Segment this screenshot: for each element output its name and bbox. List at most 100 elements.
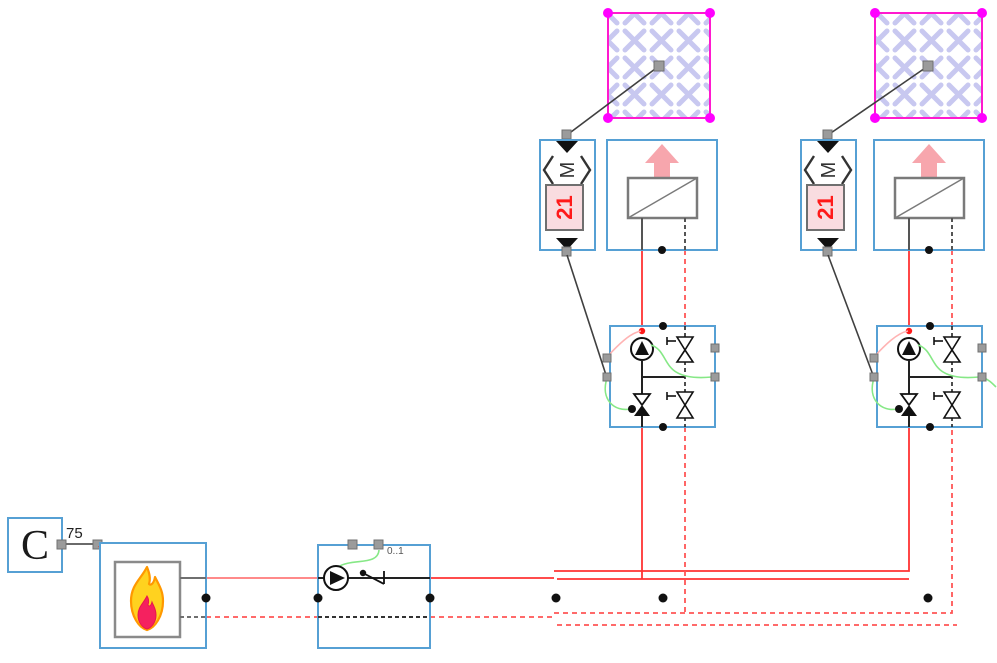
control-signal-line[interactable] [917, 344, 980, 379]
junction-dot [201, 593, 211, 603]
pump-control-port-1[interactable] [347, 539, 358, 550]
pipe-node-dots [201, 246, 933, 603]
supply-header-circuit2[interactable] [554, 427, 910, 572]
junction-dot [895, 405, 903, 413]
junction-dot [628, 405, 636, 413]
triangle-down-icon [556, 238, 578, 250]
junction-dot [926, 423, 934, 431]
zone-corner-dot [705, 113, 715, 123]
zone-corner-dot [705, 8, 715, 18]
control-valve-icon [632, 393, 652, 407]
junction-dot [551, 593, 561, 603]
pump-control-signal-line[interactable] [337, 549, 380, 568]
heating-circuit-1: M 21 [539, 8, 720, 431]
thermostat-block-2[interactable]: M 21 [800, 129, 857, 257]
bracket-right-icon [840, 155, 853, 185]
balancing-valve-icon [933, 391, 962, 419]
radiator-block-2[interactable] [873, 139, 985, 251]
boiler-block[interactable] [99, 542, 207, 649]
pump-range-label: 0..1 [387, 546, 404, 557]
heat-arrow-icon [645, 144, 679, 188]
thermostat-valve-line-2[interactable] [827, 254, 874, 376]
pump-control-port-2[interactable] [373, 539, 384, 550]
pump-icon [323, 565, 349, 591]
check-valve-icon [359, 569, 385, 585]
junction-dot [659, 423, 667, 431]
thermostat-symbol-2: M [818, 162, 840, 179]
junction-dot [425, 593, 435, 603]
bracket-left-icon [542, 155, 555, 185]
pipe-node-dot [905, 327, 913, 335]
bracket-right-icon [579, 155, 592, 185]
setpoint-box-1 [545, 184, 584, 231]
const-temperature-block[interactable]: C [7, 517, 63, 573]
radiator-diagonal [894, 177, 965, 219]
thermostat-bottom-port-2[interactable] [822, 246, 833, 257]
thermostat-valve-line-1[interactable] [566, 254, 607, 376]
bracket-left-icon [803, 155, 816, 185]
circuit-pump-icon [897, 337, 921, 361]
pump-block-frame[interactable] [317, 544, 431, 649]
junction-dot [659, 322, 667, 330]
const-block-frame[interactable] [7, 517, 63, 573]
triangle-down-icon [556, 141, 578, 153]
valve-output-port[interactable] [710, 343, 720, 353]
zone-corner-dot [603, 8, 613, 18]
valve-output-port[interactable] [710, 372, 720, 382]
junction-dot [658, 593, 668, 603]
valve-group-block-1[interactable] [602, 322, 720, 431]
valve-input-port[interactable] [602, 353, 612, 363]
pipe-network[interactable] [206, 250, 957, 626]
control-valve-icon [899, 393, 919, 407]
thermostat-symbol-1: M [557, 162, 579, 179]
triangle-down-icon [817, 141, 839, 153]
thermostat-top-port-1[interactable] [561, 129, 572, 140]
thermostat-top-port-2[interactable] [822, 129, 833, 140]
valve-output-port[interactable] [977, 372, 987, 382]
control-signal-line[interactable] [871, 377, 898, 411]
setpoint-value-2: 21 [813, 195, 838, 219]
pump-check-valve-block[interactable]: 0..1 [317, 539, 431, 649]
valve-input-port[interactable] [602, 372, 612, 382]
thermostat-block-1[interactable]: M 21 [539, 129, 596, 257]
zone-corner-dot [603, 113, 613, 123]
zone-heat-port-1[interactable] [653, 60, 665, 72]
zone-corner-dot [870, 113, 880, 123]
junction-dot [925, 246, 933, 254]
junction-dot [926, 322, 934, 330]
balancing-valve-icon [666, 336, 695, 363]
junction-dot [658, 246, 666, 254]
control-valve-icon [634, 405, 650, 416]
const-output-value-label: 75 [66, 525, 83, 542]
triangle-down-icon [817, 238, 839, 250]
return-header-circuit2[interactable] [554, 427, 953, 614]
pipe-node-dot [638, 327, 646, 335]
thermostat-bottom-port-1[interactable] [561, 246, 572, 257]
heating-circuit-2: M 21 [800, 8, 997, 431]
zone-corner-dot [870, 8, 880, 18]
junction-dot [313, 593, 323, 603]
valve-input-port[interactable] [869, 353, 879, 363]
control-signal-line[interactable] [604, 377, 631, 411]
setpoint-box-2 [806, 184, 845, 231]
valve-output-port[interactable] [977, 343, 987, 353]
radiator-block-1[interactable] [606, 139, 718, 251]
valve-group-block-2[interactable] [869, 322, 997, 431]
const-output-port[interactable] [56, 539, 67, 550]
circuit-pump-icon [630, 337, 654, 361]
balancing-valve-icon [666, 391, 695, 419]
zone-sensor-line-1[interactable] [566, 65, 660, 136]
control-signal-line[interactable] [650, 344, 713, 379]
junction-dot [923, 593, 933, 603]
flame-icon [129, 565, 165, 632]
zone-sensor-line-2[interactable] [827, 65, 929, 136]
valve-input-port[interactable] [869, 372, 879, 382]
setpoint-value-1: 21 [552, 195, 577, 219]
heat-arrow-icon [912, 144, 946, 188]
zone-corner-dot [977, 113, 987, 123]
radiator-diagonal [627, 177, 698, 219]
zone-corner-dot [977, 8, 987, 18]
zone-heat-port-2[interactable] [922, 60, 934, 72]
